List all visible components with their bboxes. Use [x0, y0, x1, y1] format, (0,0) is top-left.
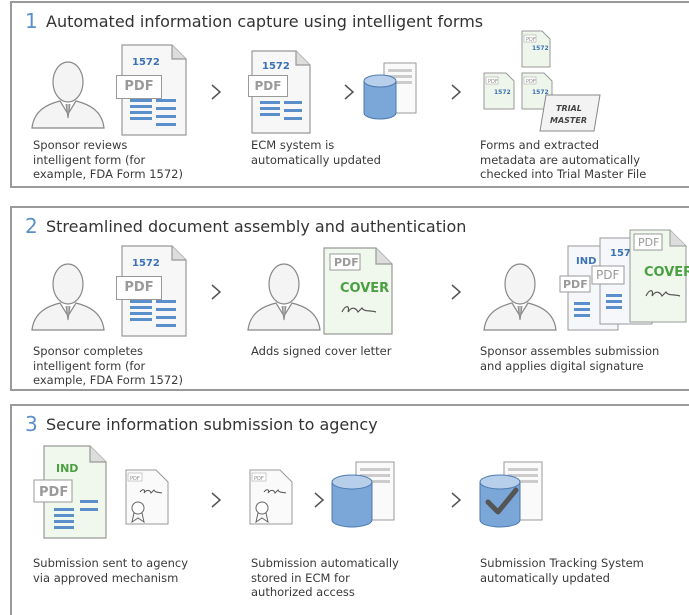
step-caption: Submission sent to agency via approved m…	[33, 556, 189, 585]
database-server-icon	[363, 62, 417, 120]
cover-label: COVER	[644, 265, 689, 280]
chevron-right-icon	[211, 492, 222, 508]
step-number: 2	[25, 214, 38, 238]
form-number-label: 1572	[532, 45, 549, 52]
submission-stack-icon: IND PDF 157 PDF PDF COVER	[559, 229, 689, 331]
trial-label: TRIAL	[556, 104, 582, 113]
database-server-icon	[331, 461, 395, 528]
step-caption: Forms and extracted metadata are automat…	[480, 138, 647, 181]
trial-master-documents-icon: PDF 1572 PDF 1572 PDF 1572 TRIAL MASTER	[483, 30, 601, 132]
form-number-label: 1572	[494, 89, 511, 96]
step-number: 1	[25, 9, 38, 33]
chevron-right-icon	[451, 492, 462, 508]
form-number-label: 157	[610, 248, 631, 259]
signed-certificate-icon: PDF	[249, 469, 293, 525]
master-label: MASTER	[550, 116, 587, 125]
tracking-system-check-icon	[479, 461, 543, 528]
signature-icon	[341, 306, 377, 314]
pdf-label: PDF	[526, 37, 536, 43]
step-caption: Adds signed cover letter	[251, 344, 392, 358]
pdf-badge: PDF	[116, 75, 162, 99]
pdf-label: PDF	[526, 79, 536, 85]
pdf-label: PDF	[334, 256, 359, 269]
chevron-right-icon	[451, 284, 462, 300]
ind-label: IND	[576, 256, 596, 267]
step-title: Secure information submission to agency	[46, 415, 378, 434]
cover-letter-icon: PDF COVER	[323, 247, 393, 335]
step-caption: ECM system is automatically updated	[251, 138, 381, 167]
step-number: 3	[25, 412, 38, 436]
step-caption: Sponsor assembles submission and applies…	[480, 344, 660, 373]
ind-label: IND	[56, 462, 78, 475]
person-icon	[31, 61, 105, 129]
pdf-label: PDF	[488, 79, 498, 85]
chevron-right-icon	[344, 84, 355, 100]
signature-icon	[645, 290, 681, 298]
form-number-label: 1572	[132, 57, 160, 68]
step-2-panel: 2 Streamlined document assembly and auth…	[10, 206, 689, 391]
pdf-label: PDF	[563, 278, 588, 291]
pdf-badge: PDF	[116, 276, 162, 300]
chevron-right-icon	[314, 492, 325, 508]
ind-document-icon: IND PDF	[33, 445, 107, 539]
step-title: Streamlined document assembly and authen…	[46, 217, 467, 236]
chevron-right-icon	[211, 84, 222, 100]
step-caption: Submission automatically stored in ECM f…	[251, 556, 399, 599]
chevron-right-icon	[451, 84, 462, 100]
person-icon	[247, 263, 321, 331]
pdf-badge: PDF	[248, 75, 288, 97]
chevron-right-icon	[211, 284, 222, 300]
step-caption: Sponsor reviews intelligent form (for ex…	[33, 138, 183, 181]
pdf-label: PDF	[130, 476, 140, 482]
person-icon	[31, 263, 105, 331]
person-icon	[483, 263, 557, 331]
step-1-panel: 1 Automated information capture using in…	[10, 1, 689, 188]
step-3-panel: 3 Secure information submission to agenc…	[10, 404, 689, 615]
form-number-label: 1572	[262, 61, 290, 72]
form-number-label: 1572	[132, 258, 160, 269]
signed-certificate-icon: PDF	[125, 469, 169, 525]
cover-label: COVER	[340, 281, 389, 296]
pdf-label: PDF	[39, 485, 68, 500]
pdf-label: PDF	[596, 268, 619, 282]
checkmark-icon	[485, 487, 519, 515]
pdf-label: PDF	[254, 476, 264, 482]
step-caption: Sponsor completes intelligent form (for …	[33, 344, 183, 387]
form-number-label: 1572	[532, 89, 549, 96]
step-caption: Submission Tracking System automatically…	[480, 556, 644, 585]
pdf-label: PDF	[638, 236, 659, 249]
step-title: Automated information capture using inte…	[46, 12, 484, 31]
